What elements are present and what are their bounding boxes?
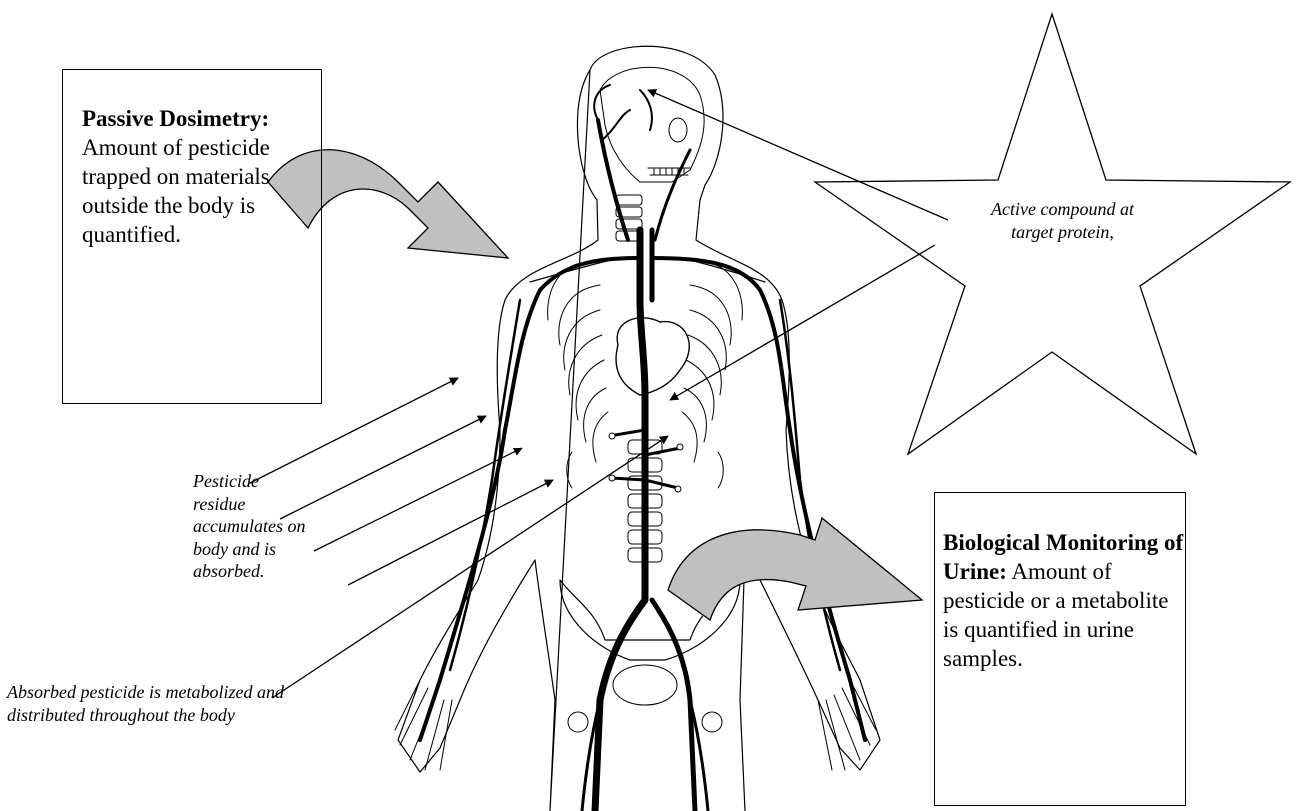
human-body-illustration (395, 46, 880, 811)
jaw-teeth (648, 168, 690, 175)
carotid-right (655, 150, 690, 240)
heart (616, 318, 689, 395)
passive-dosimetry-text: Amount of pesticide trapped on materials… (82, 135, 270, 247)
passive-dosimetry-box: Passive Dosimetry: Amount of pesticide t… (62, 69, 322, 404)
carotid-left (598, 120, 628, 240)
hip-joint-left (568, 712, 588, 732)
body-outline (398, 46, 880, 811)
hip-joint-right (702, 712, 722, 732)
curved-arrow-biomonitoring (668, 518, 922, 620)
absorbed-note: Absorbed pesticide is metabolized and di… (7, 681, 307, 726)
biological-monitoring-box: Biological Monitoring of Urine: Amount o… (934, 492, 1186, 806)
residue-note: Pesticide residue accumulates on body an… (193, 470, 313, 583)
passive-dosimetry-heading: Passive Dosimetry: (82, 106, 269, 131)
star-label: Active compound at target protein, (990, 198, 1135, 244)
eye-socket (669, 118, 687, 142)
aorta (595, 230, 645, 811)
vena-cava (652, 230, 695, 811)
